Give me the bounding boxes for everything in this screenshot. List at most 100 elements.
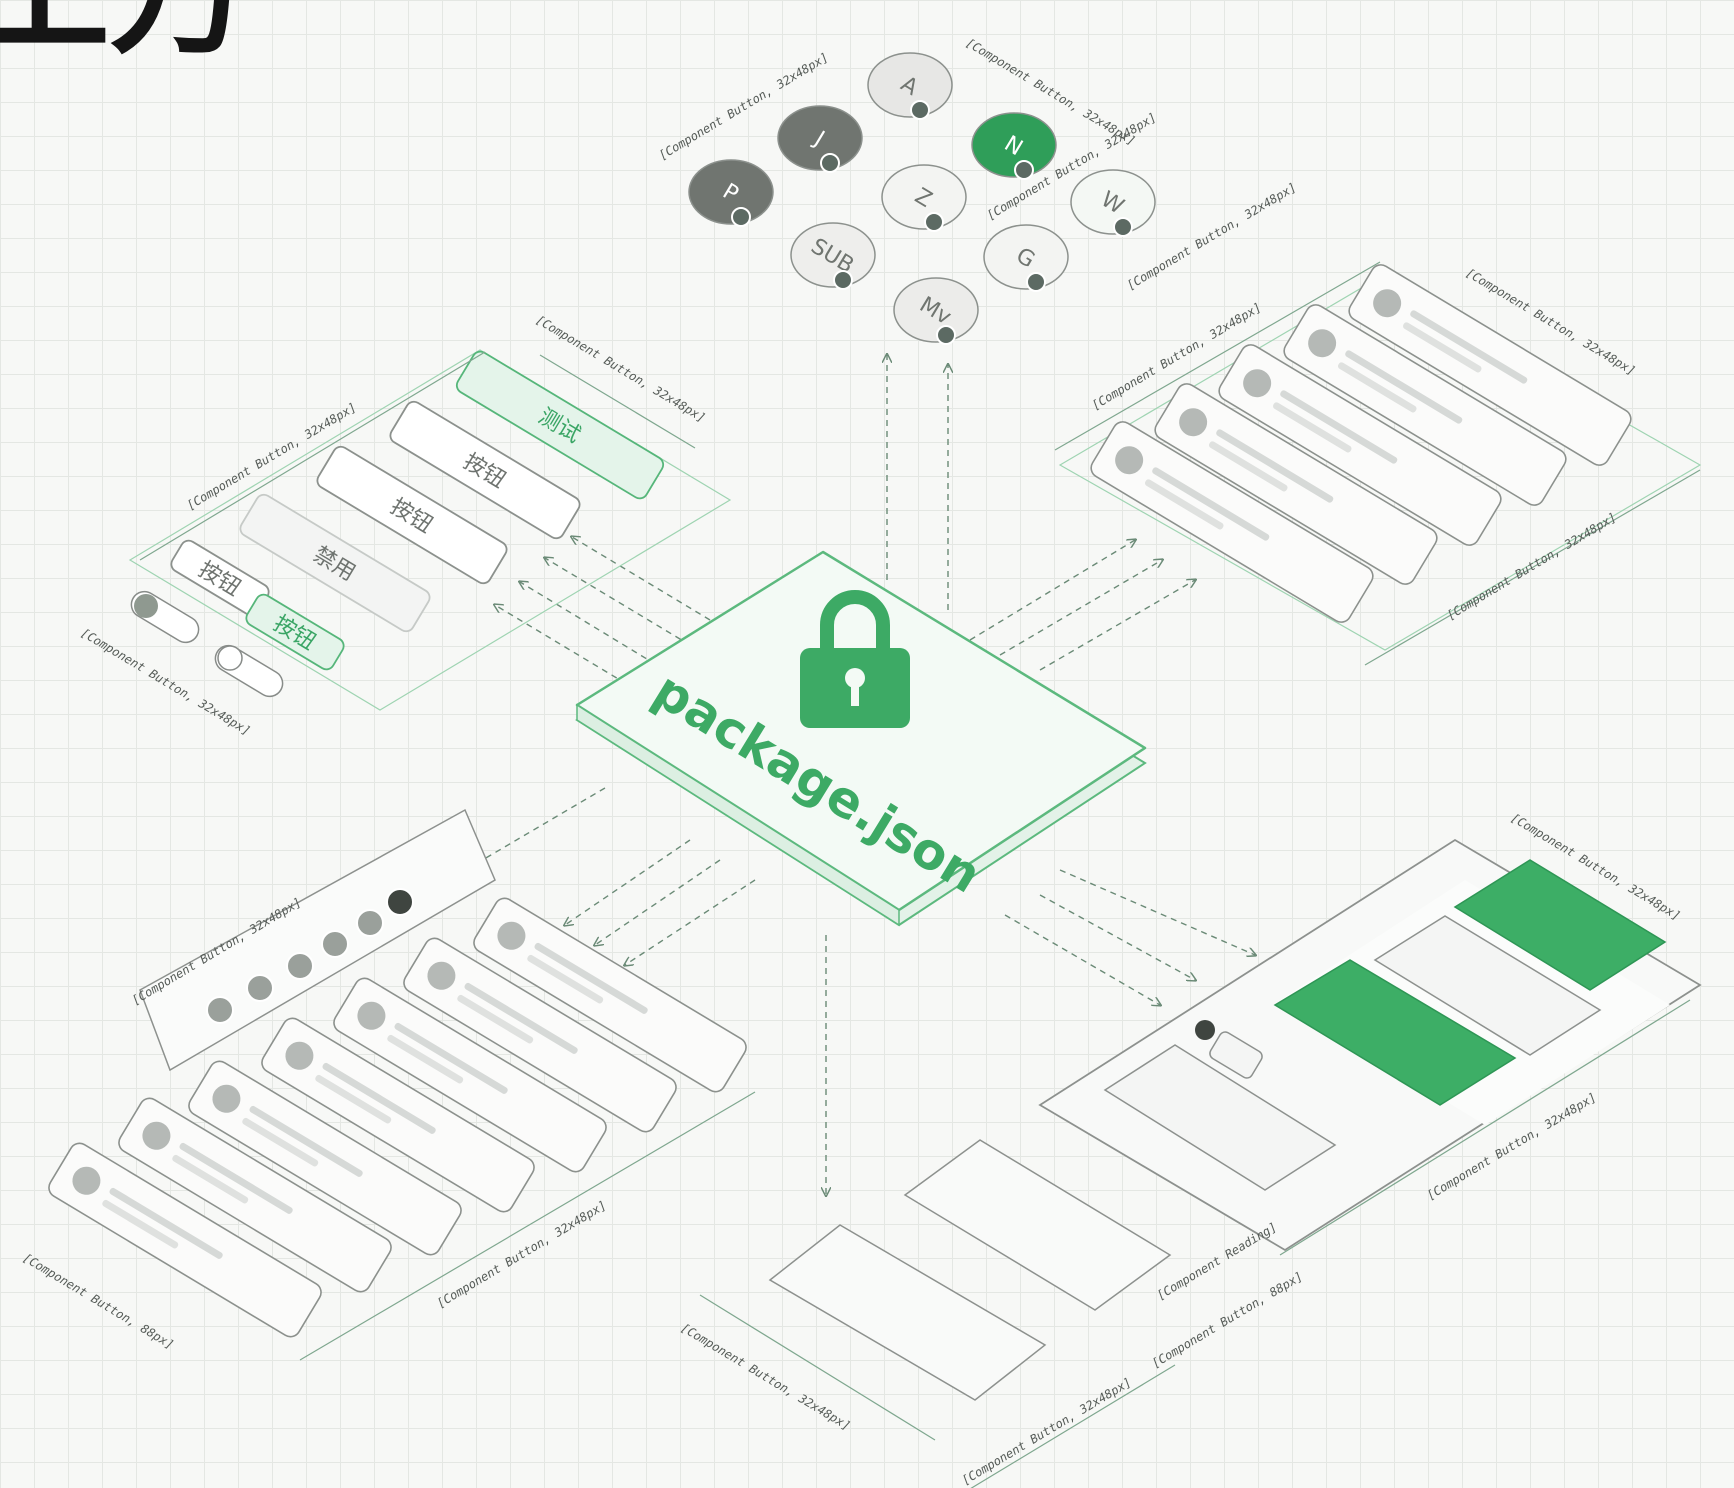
- text-placeholder: [1402, 322, 1482, 373]
- text-placeholder: [322, 1062, 436, 1134]
- text-placeholder: [1144, 479, 1224, 530]
- text-placeholder: [172, 1154, 249, 1204]
- list-item[interactable]: [258, 1015, 537, 1216]
- avatar: [357, 1001, 386, 1030]
- status-dot: [820, 153, 840, 173]
- avatar: [386, 888, 414, 916]
- avatar: [427, 961, 456, 990]
- chat-bubbles-bottom: [768, 1139, 1172, 1401]
- avatar-2[interactable]: N: [971, 112, 1057, 180]
- avatar: [1243, 369, 1272, 398]
- dimension-callout: [Component Button, 32x48px]: [678, 1321, 852, 1433]
- chat-bubble-sent: [1453, 859, 1667, 991]
- text-placeholder: [1337, 362, 1417, 413]
- list-item[interactable]: [45, 1140, 324, 1341]
- status-dot: [936, 325, 956, 345]
- list-item[interactable]: [400, 935, 679, 1136]
- chat-bubble-received: [768, 1224, 1047, 1401]
- avatar: [72, 1166, 101, 1195]
- text-placeholder: [242, 1117, 319, 1167]
- avatar-1[interactable]: J: [777, 105, 863, 173]
- typing-bubble: [1209, 1031, 1263, 1079]
- avatar: [1308, 329, 1337, 358]
- text-placeholder: [457, 994, 534, 1044]
- button-outline[interactable]: 按钮: [314, 444, 509, 586]
- chat-bubble-received: [1103, 1044, 1337, 1191]
- avatar-5[interactable]: W: [1070, 169, 1156, 237]
- avatar: [246, 974, 274, 1002]
- avatar: [497, 921, 526, 950]
- text-placeholder: [394, 1022, 508, 1094]
- list-item[interactable]: [1345, 261, 1634, 469]
- button-disabled[interactable]: 禁用: [237, 492, 432, 634]
- button-outline[interactable]: 按钮: [387, 399, 582, 541]
- text-placeholder: [1152, 467, 1270, 541]
- status-dot: [731, 207, 751, 227]
- text-placeholder: [387, 1034, 464, 1084]
- text-placeholder: [1208, 441, 1288, 492]
- text-placeholder: [1345, 350, 1463, 424]
- list-item[interactable]: [1151, 380, 1440, 588]
- text-placeholder: [1280, 390, 1398, 464]
- text-placeholder: [179, 1142, 293, 1214]
- status-dot: [1113, 217, 1133, 237]
- dimension-callout: [Component Reading]: [1154, 1220, 1279, 1303]
- avatar-8[interactable]: Mv: [893, 277, 979, 345]
- list-panel-bottom-left: [45, 808, 749, 1341]
- status-dot: [1026, 272, 1046, 292]
- list-item[interactable]: [115, 1095, 394, 1296]
- dimension-callout: [Component Button, 32x48px]: [78, 626, 252, 738]
- avatar: [206, 996, 234, 1024]
- text-placeholder: [1216, 429, 1334, 503]
- avatar: [142, 1121, 171, 1150]
- padlock-icon: [800, 590, 910, 728]
- chat-bubble-received: [1373, 915, 1602, 1056]
- page-title: 工万: [0, 0, 250, 74]
- text-placeholder: [249, 1105, 363, 1177]
- toggle-switch[interactable]: [127, 587, 204, 647]
- chat-panel: [1038, 838, 1702, 1252]
- avatar-cluster: AJ N P Z W SUB GMv: [688, 52, 1156, 345]
- avatar: [1373, 289, 1402, 318]
- status-dot: [910, 100, 930, 120]
- list-panel-top-right: [1058, 261, 1702, 651]
- button-primary[interactable]: 测试: [454, 349, 666, 502]
- text-placeholder: [527, 954, 604, 1004]
- dimension-lines: [139, 261, 1701, 1488]
- avatar-0[interactable]: A: [867, 52, 953, 120]
- text-placeholder: [534, 942, 648, 1014]
- avatar-3[interactable]: P: [688, 159, 774, 227]
- avatar: [1195, 1020, 1215, 1040]
- dimension-callout: [Component Button, 88px]: [20, 1251, 176, 1352]
- avatar-4[interactable]: Z: [881, 164, 967, 232]
- status-dot: [924, 212, 944, 232]
- avatar: [1115, 446, 1144, 475]
- list-item[interactable]: [470, 895, 749, 1096]
- package-json-card[interactable]: package.json: [575, 550, 1147, 927]
- toggle-switch-off[interactable]: [211, 641, 288, 701]
- avatar: [286, 952, 314, 980]
- text-placeholder: [109, 1187, 223, 1259]
- status-dot: [1014, 160, 1034, 180]
- chat-bubble-received: [903, 1139, 1172, 1311]
- chat-bubble-sent: [1273, 959, 1517, 1106]
- status-dot: [833, 270, 853, 290]
- avatar: [285, 1041, 314, 1070]
- list-item[interactable]: [1215, 341, 1504, 549]
- list-item[interactable]: [330, 975, 609, 1176]
- text-placeholder: [1272, 402, 1352, 453]
- button-small-primary[interactable]: 按钮: [243, 592, 346, 673]
- list-item[interactable]: [1087, 418, 1376, 626]
- avatar-7[interactable]: G: [983, 224, 1069, 292]
- avatar: [212, 1084, 241, 1113]
- avatar: [356, 909, 384, 937]
- text-placeholder: [1410, 310, 1528, 384]
- avatar: [1179, 408, 1208, 437]
- list-item[interactable]: [185, 1058, 464, 1259]
- list-item[interactable]: [1280, 301, 1569, 509]
- avatar: [321, 930, 349, 958]
- avatar-6[interactable]: SUB: [790, 222, 876, 290]
- text-placeholder: [102, 1199, 179, 1249]
